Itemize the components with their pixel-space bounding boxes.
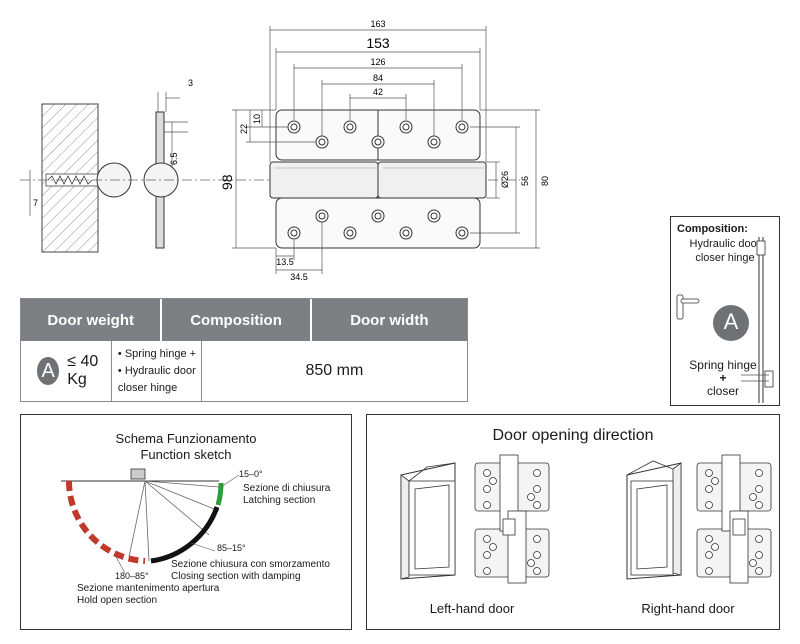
left-door-label: Left-hand door bbox=[429, 601, 515, 616]
composition-item-2: • Hydraulic door closer hinge bbox=[117, 364, 196, 394]
dim-163: 163 bbox=[370, 19, 385, 29]
technical-drawing: 7 3 6.5 bbox=[20, 19, 550, 282]
dim-98: 98 bbox=[219, 174, 235, 190]
dim-3: 3 bbox=[188, 78, 193, 88]
latching-label-it: Sezione di chiusura bbox=[243, 483, 331, 494]
spec-table: Door weight Composition Door width A ≤ 4… bbox=[20, 298, 468, 402]
composition-badge: A bbox=[723, 309, 739, 334]
spec-table-header: Door weight Composition Door width bbox=[21, 299, 467, 341]
composition-item-1: • Spring hinge + bbox=[117, 347, 197, 360]
header-composition: Composition bbox=[160, 299, 309, 341]
cell-door-weight: A ≤ 40 Kg bbox=[21, 341, 111, 401]
latching-label-en: Latching section bbox=[243, 495, 316, 506]
right-door-illustration bbox=[626, 460, 682, 580]
dim-80: 80 bbox=[540, 176, 550, 186]
dim-84: 84 bbox=[373, 73, 383, 83]
dim-10: 10 bbox=[252, 114, 262, 124]
cell-composition: • Spring hinge + • Hydraulic door closer… bbox=[110, 341, 201, 401]
door-width-value: 850 mm bbox=[200, 341, 467, 401]
spec-table-row: A ≤ 40 Kg • Spring hinge + • Hydraulic d… bbox=[21, 341, 467, 401]
hinge-side-view bbox=[143, 92, 188, 249]
top-dimensions bbox=[232, 26, 540, 274]
direction-title: Door opening direction bbox=[492, 427, 654, 444]
composition-title: Composition: bbox=[677, 223, 748, 235]
dim-34-5: 34.5 bbox=[290, 272, 308, 282]
door-direction-illustrations bbox=[400, 454, 772, 584]
latching-arc bbox=[215, 482, 224, 506]
function-title-en: Function sketch bbox=[140, 447, 232, 462]
hold-open-arc bbox=[65, 480, 146, 564]
header-door-width: Door width bbox=[309, 299, 467, 341]
function-title-it: Schema Funzionamento bbox=[115, 431, 257, 446]
damping-label-it: Sezione chiusura con smorzamento bbox=[171, 559, 330, 570]
dim-7: 7 bbox=[33, 198, 38, 208]
right-door-label: Right-hand door bbox=[641, 601, 735, 616]
hinge-front-view bbox=[269, 109, 487, 249]
composition-label-2: closer bbox=[706, 384, 739, 398]
composition-label-plus: + bbox=[719, 371, 727, 385]
dim-153: 153 bbox=[366, 35, 390, 51]
left-door-illustration bbox=[400, 462, 456, 580]
weight-value: ≤ 40 Kg bbox=[67, 353, 99, 388]
door-direction-panel: Door opening direction bbox=[366, 414, 780, 630]
angle-hold: 180–85° bbox=[115, 571, 149, 581]
door-illustration bbox=[676, 237, 774, 403]
hold-label-en: Hold open section bbox=[77, 595, 158, 606]
dim-56: 56 bbox=[520, 176, 530, 186]
dim-13-5: 13.5 bbox=[276, 257, 294, 267]
composition-subtitle-2: closer hinge bbox=[695, 252, 755, 264]
dim-42: 42 bbox=[373, 87, 383, 97]
angle-damping: 85–15° bbox=[217, 543, 246, 553]
hold-label-it: Sezione mantenimento apertura bbox=[77, 583, 220, 594]
damping-label-en: Closing section with damping bbox=[171, 571, 301, 582]
composition-label-1: Spring hinge bbox=[689, 358, 757, 372]
composition-subtitle-1: Hydraulic door bbox=[689, 238, 761, 250]
function-sketch bbox=[61, 468, 240, 574]
header-door-weight: Door weight bbox=[47, 311, 135, 329]
angle-latching: 15–0° bbox=[239, 469, 263, 479]
wall-section bbox=[41, 103, 132, 253]
damping-arc bbox=[150, 506, 220, 564]
dim-26: Ø26 bbox=[500, 171, 510, 188]
dim-22: 22 bbox=[239, 124, 249, 134]
function-sketch-panel: Schema Funzionamento Function sketch 15–… bbox=[20, 414, 352, 630]
left-hinge-illustration bbox=[474, 454, 550, 584]
composition-box: Composition: Hydraulic door closer hinge… bbox=[670, 216, 780, 406]
composition-badge-circle bbox=[713, 305, 749, 341]
dim-6-5: 6.5 bbox=[169, 152, 179, 165]
type-badge: A bbox=[37, 357, 60, 385]
right-hinge-illustration bbox=[696, 454, 772, 584]
dim-126: 126 bbox=[370, 57, 385, 67]
